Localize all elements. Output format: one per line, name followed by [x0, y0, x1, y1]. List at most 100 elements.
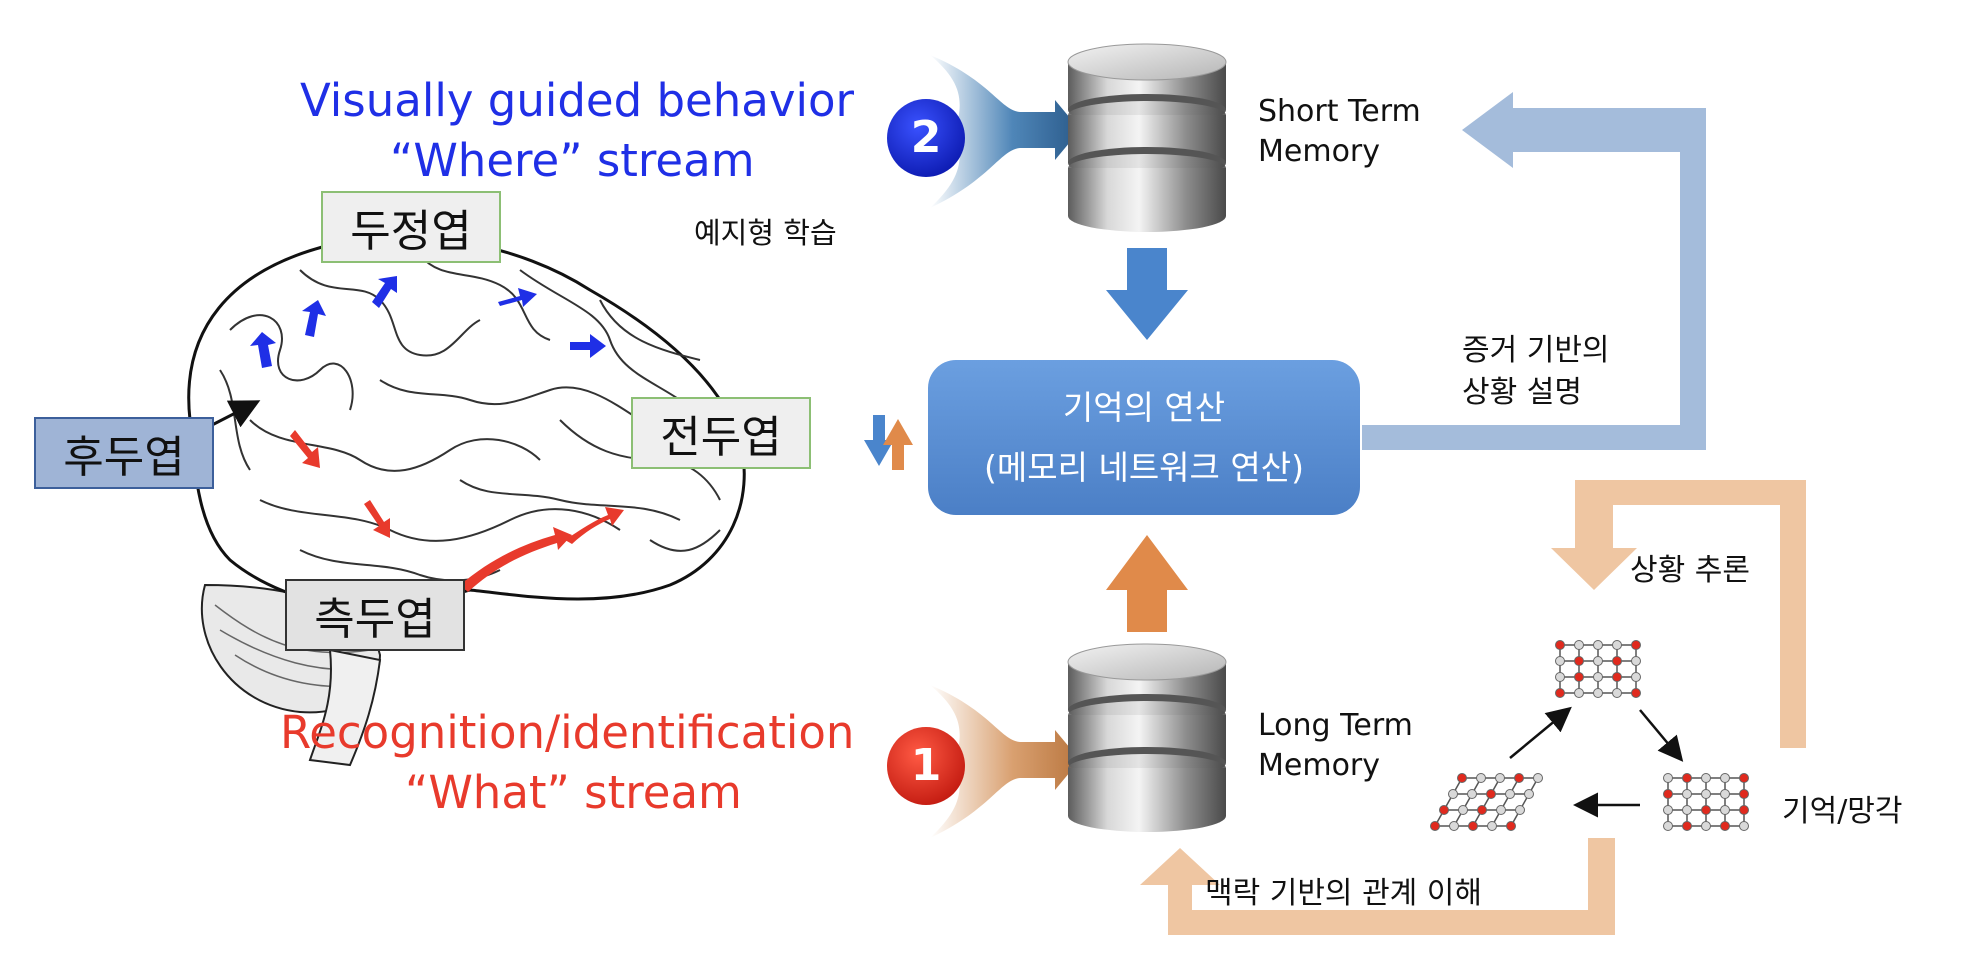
memory-operation-box: 기억의 연산 (메모리 네트워크 연산)	[928, 360, 1360, 515]
lattice-arrow-up	[1509, 706, 1572, 759]
lattice-node	[1663, 805, 1673, 815]
where-stream-subtitle: “Where” stream	[390, 134, 755, 187]
lattice-node	[1739, 805, 1749, 815]
situation-inference-label: 상황 추론	[1630, 553, 1750, 588]
lattice-node	[1720, 789, 1730, 799]
temporal-box-bg	[285, 579, 465, 651]
lattice-node	[1555, 640, 1565, 650]
lattice-node	[1495, 773, 1505, 783]
temporal-lobe-label: 측두엽	[314, 594, 436, 645]
lattice-node	[1515, 805, 1525, 815]
lattice-node	[1612, 688, 1622, 698]
lattice-node	[1574, 656, 1584, 666]
lattice-node	[1574, 672, 1584, 682]
lattice-node	[1524, 789, 1534, 799]
long-term-memory-database-icon	[1067, 643, 1227, 832]
lattice-node	[1739, 773, 1749, 783]
lattice-node	[1739, 789, 1749, 799]
short-term-line2: Memory	[1258, 134, 1381, 169]
lattice-node	[1663, 821, 1673, 831]
operation-line1: 기억의 연산	[1062, 387, 1226, 427]
badge-what-circle	[887, 727, 965, 805]
memory-lattice-left-icon	[1430, 773, 1543, 831]
lattice-node	[1430, 821, 1440, 831]
lattice-node	[1701, 773, 1711, 783]
evidence-explanation-label: 증거 기반의 상황 설명	[1462, 330, 1610, 414]
lattice-node	[1593, 640, 1603, 650]
occipital-lobe-label: 후두엽	[63, 432, 185, 483]
lattice-node	[1701, 821, 1711, 831]
badge-where-number: 2	[910, 112, 942, 163]
frontal-box-bg	[631, 397, 811, 469]
where-stream-arrow	[930, 55, 1080, 208]
brain-illustration	[187, 235, 746, 767]
operation-box-bg	[928, 360, 1360, 515]
inference-loop-arrow	[1551, 480, 1806, 748]
lattice-node	[1631, 672, 1641, 682]
lattice-node	[1533, 773, 1543, 783]
lattice-node	[1449, 821, 1459, 831]
lattice-node	[1593, 672, 1603, 682]
lattice-node	[1682, 821, 1692, 831]
badge-where-circle	[887, 99, 965, 177]
brainstem-shape	[308, 648, 382, 767]
lattice-node	[1682, 805, 1692, 815]
lattice-node	[1663, 789, 1673, 799]
lattice-node	[1720, 805, 1730, 815]
where-stream-arrows	[250, 276, 606, 368]
lattice-node	[1682, 773, 1692, 783]
context-relation-label: 맥락 기반의 관계 이해	[1205, 876, 1483, 911]
lattice-arrow-down	[1639, 709, 1684, 762]
lattice-node	[1739, 821, 1749, 831]
lattice-node	[1457, 773, 1467, 783]
lattice-node	[1631, 656, 1641, 666]
operation-line2: (메모리 네트워크 연산)	[984, 447, 1304, 487]
lattice-node	[1631, 688, 1641, 698]
occipital-pointer-arrow	[211, 400, 261, 428]
lattice-node	[1448, 789, 1458, 799]
lattice-node	[1720, 821, 1730, 831]
lattice-node	[1487, 821, 1497, 831]
lattice-node	[1486, 789, 1496, 799]
lattice-node	[1496, 805, 1506, 815]
long-term-line1: Long Term	[1258, 708, 1413, 743]
lattice-node	[1555, 688, 1565, 698]
badge-what-number: 1	[910, 740, 942, 791]
parietal-lobe-label: 두정엽	[350, 206, 472, 257]
lattice-node	[1663, 773, 1673, 783]
lattice-node	[1701, 789, 1711, 799]
predictive-learning-label: 예지형 학습	[694, 216, 837, 250]
lattice-node	[1612, 672, 1622, 682]
long-term-memory-label: Long Term Memory	[1258, 706, 1413, 786]
lattice-node	[1612, 656, 1622, 666]
evidence-line2: 상황 설명	[1462, 375, 1582, 410]
memory-forgetting-label: 기억/망각	[1782, 794, 1903, 829]
lattice-node	[1574, 688, 1584, 698]
occipital-box-bg	[34, 417, 214, 489]
lattice-node	[1574, 640, 1584, 650]
lattice-node	[1476, 773, 1486, 783]
lattice-node	[1593, 688, 1603, 698]
lattice-node	[1477, 805, 1487, 815]
lattice-node	[1458, 805, 1468, 815]
what-stream-arrow	[930, 685, 1080, 838]
lattice-node	[1555, 672, 1565, 682]
lattice-node	[1439, 805, 1449, 815]
lattice-node	[1612, 640, 1622, 650]
small-bidirectional-arrows-icon	[864, 415, 913, 470]
lattice-node	[1720, 773, 1730, 783]
where-stream-title: Visually guided behavior	[300, 74, 854, 127]
what-stream-subtitle: “What” stream	[405, 766, 742, 819]
lattice-node	[1467, 789, 1477, 799]
lattice-node	[1514, 773, 1524, 783]
lattice-node	[1631, 640, 1641, 650]
lattice-node	[1701, 805, 1711, 815]
short-term-memory-database-icon	[1067, 43, 1227, 232]
ltm-to-operation-arrow	[1106, 535, 1188, 632]
frontal-lobe-label: 전두엽	[660, 412, 782, 463]
lattice-node	[1468, 821, 1478, 831]
context-loop-arrow	[1140, 838, 1615, 935]
what-stream-arrows	[290, 430, 624, 592]
stm-to-operation-arrow	[1106, 248, 1188, 340]
short-term-memory-label: Short Term Memory	[1258, 92, 1421, 172]
